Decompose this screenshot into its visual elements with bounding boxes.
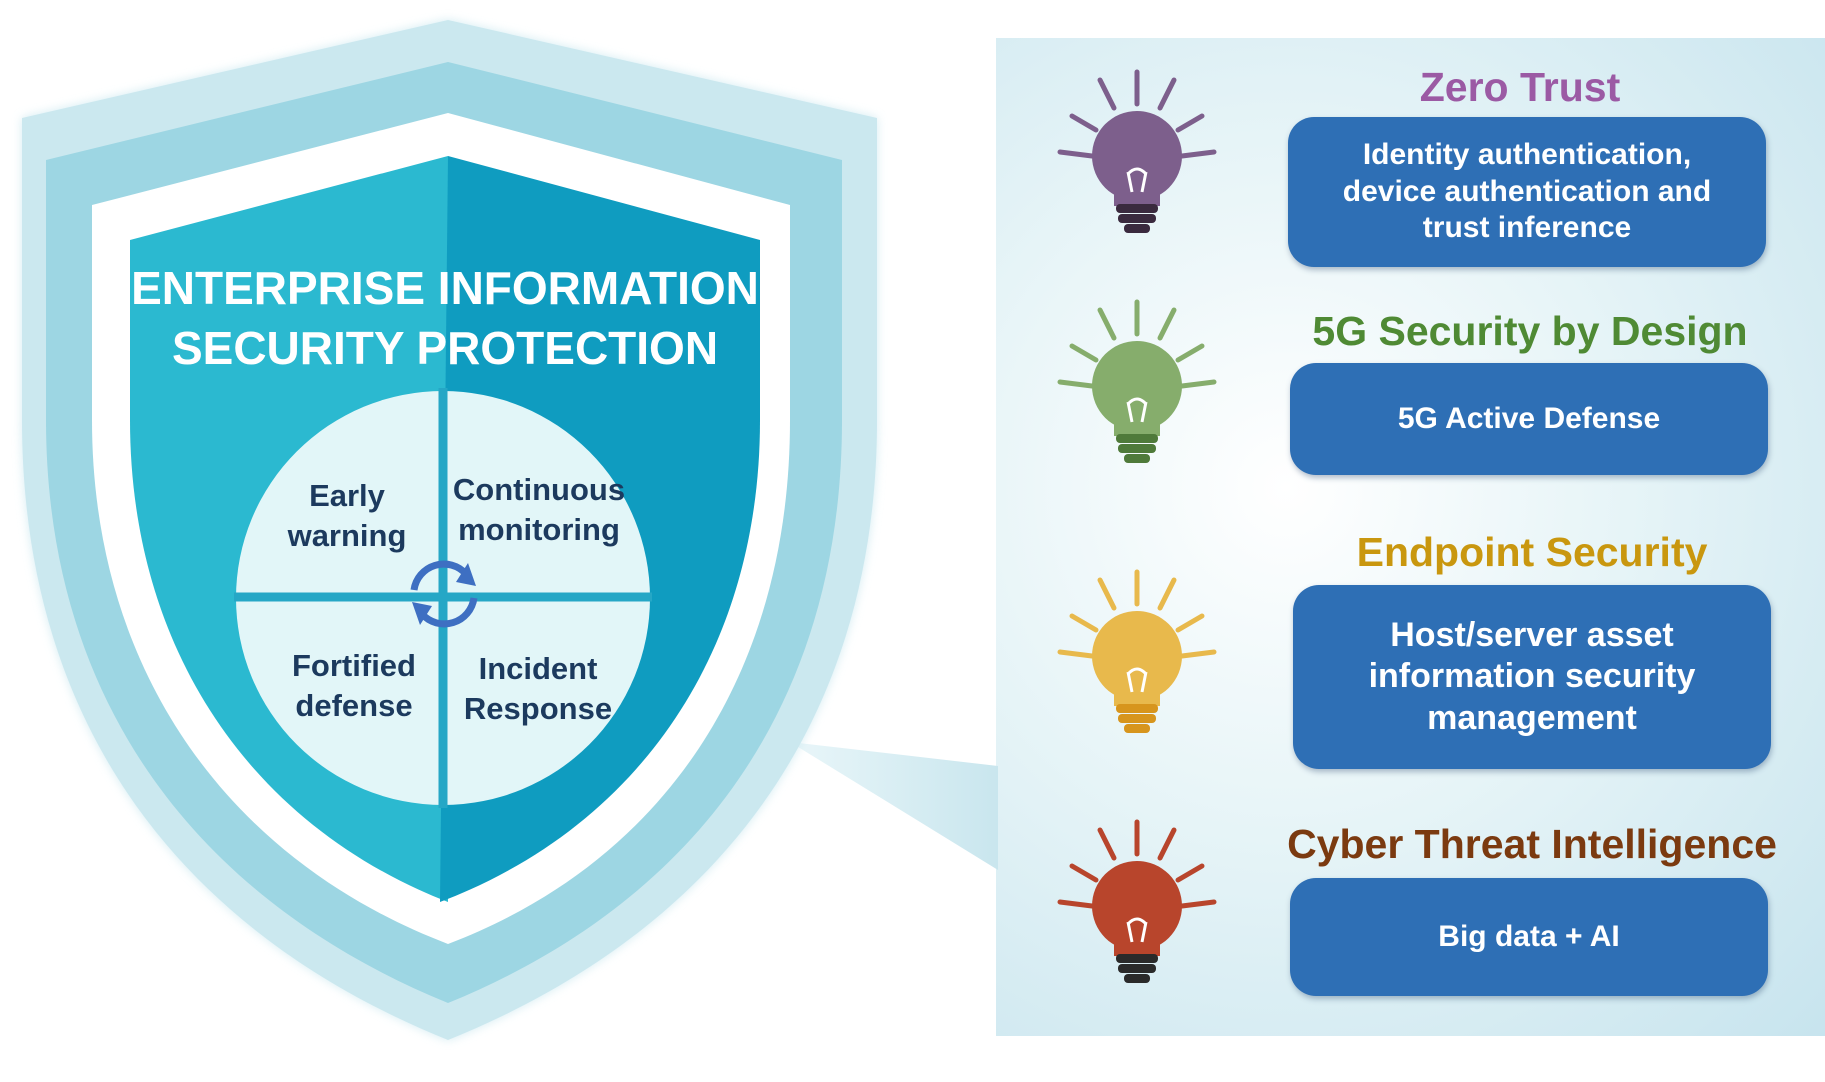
item-box-5g-security: 5G Active Defense [1290,363,1768,475]
light-ray [1175,613,1205,633]
light-ray [1175,343,1205,363]
item-box-zero-trust: Identity authentication, device authenti… [1288,117,1766,267]
light-ray [1179,149,1217,159]
item-title-cyber-threat-intelligence: Cyber Threat Intelligence [1287,821,1777,867]
quadrant-fortified-defense-line-2: defense [295,688,413,723]
light-ray [1069,113,1099,133]
light-ray [1057,379,1095,389]
item-line: Host/server asset [1390,615,1674,654]
item-line: management [1427,698,1637,737]
light-ray [1069,343,1099,363]
quadrant-incident-response-line-1: Incident [478,651,598,686]
light-ray [1097,577,1117,611]
quadrant-continuous-monitoring-line-2: monitoring [458,512,620,547]
item-box-endpoint-security: Host/server asset information security m… [1293,585,1771,769]
light-ray [1179,649,1217,659]
light-ray [1179,379,1217,389]
quadrant-continuous-monitoring: Continuous monitoring [439,470,639,550]
light-bulb-icon [1057,819,1217,983]
light-ray [1157,307,1177,341]
light-ray [1157,827,1177,861]
item-line: Big data + AI [1438,919,1620,953]
quadrant-early-warning-line-2: warning [287,518,407,553]
light-ray [1097,307,1117,341]
item-line: trust inference [1422,211,1632,245]
circular-arrows-icon [410,560,478,628]
quadrant-fortified-defense: Fortified defense [254,646,454,726]
quadrant-continuous-monitoring-line-1: Continuous [452,472,626,507]
light-ray [1097,827,1117,861]
light-ray [1057,649,1095,659]
item-line: 5G Active Defense [1397,401,1661,435]
item-title-5g-security: 5G Security by Design [1312,308,1748,354]
light-ray [1175,113,1205,133]
light-ray [1069,613,1099,633]
shield-title-line-1: ENTERPRISE INFORMATION [131,262,759,314]
light-ray [1057,149,1095,159]
light-bulb-icon [1057,69,1217,233]
item-box-cyber-threat-intelligence: Big data + AI [1290,878,1768,996]
light-ray [1179,899,1217,909]
light-ray [1069,863,1099,883]
light-bulb-icon [1057,299,1217,463]
light-ray [1157,577,1177,611]
light-ray [1057,899,1095,909]
quadrant-incident-response-line-2: Response [463,691,613,726]
shield-title-line-2: SECURITY PROTECTION [171,322,719,374]
item-line: information security [1368,657,1696,696]
quadrant-early-warning: Early warning [247,476,447,556]
item-title-zero-trust: Zero Trust [1419,64,1621,110]
light-ray [1175,863,1205,883]
item-line: device authentication and [1342,174,1712,208]
quadrant-incident-response: Incident Response [438,649,638,729]
quadrant-fortified-defense-line-1: Fortified [292,648,416,683]
shield-title: ENTERPRISE INFORMATION SECURITY PROTECTI… [120,258,770,378]
light-ray [1157,77,1177,111]
light-ray [1097,77,1117,111]
light-bulb-icon [1057,569,1217,733]
item-line: Identity authentication, [1362,138,1692,172]
quadrant-early-warning-line-1: Early [309,478,385,513]
item-title-endpoint-security: Endpoint Security [1356,529,1708,575]
